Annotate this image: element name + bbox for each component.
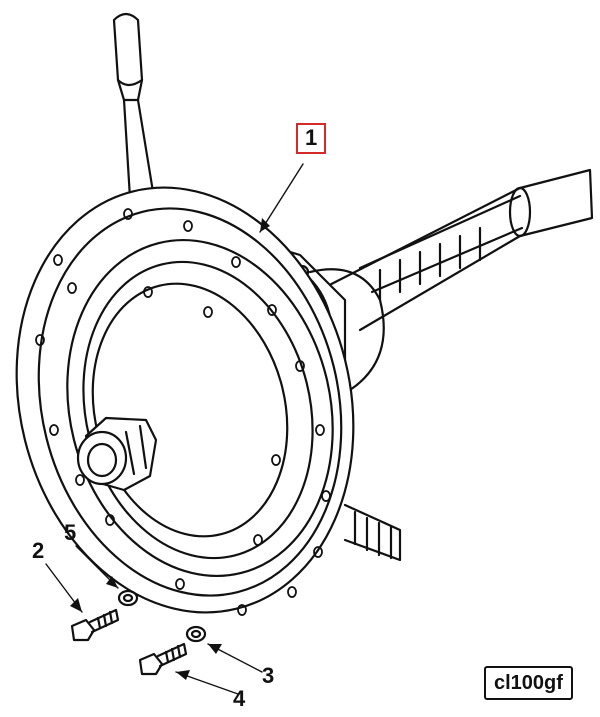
washer-upper xyxy=(117,589,139,607)
bolt-upper xyxy=(70,608,120,642)
callout-part-4: 4 xyxy=(233,686,246,711)
washer-lower xyxy=(185,625,207,643)
callout-part-3: 3 xyxy=(262,663,275,688)
gear-lever xyxy=(112,12,156,200)
leader-arrowheads xyxy=(70,218,270,680)
side-shaft xyxy=(343,503,402,562)
callout-part-2: 2 xyxy=(32,538,45,563)
mounting-flange xyxy=(15,186,355,614)
callout-part-1: 1 xyxy=(296,123,327,154)
bolt-lower xyxy=(138,642,188,676)
centre-hub xyxy=(76,416,158,492)
flange-bolt-holes xyxy=(35,208,331,616)
callout-part-5: 5 xyxy=(64,520,77,545)
diagram-reference-code: cl100gf xyxy=(484,666,573,700)
